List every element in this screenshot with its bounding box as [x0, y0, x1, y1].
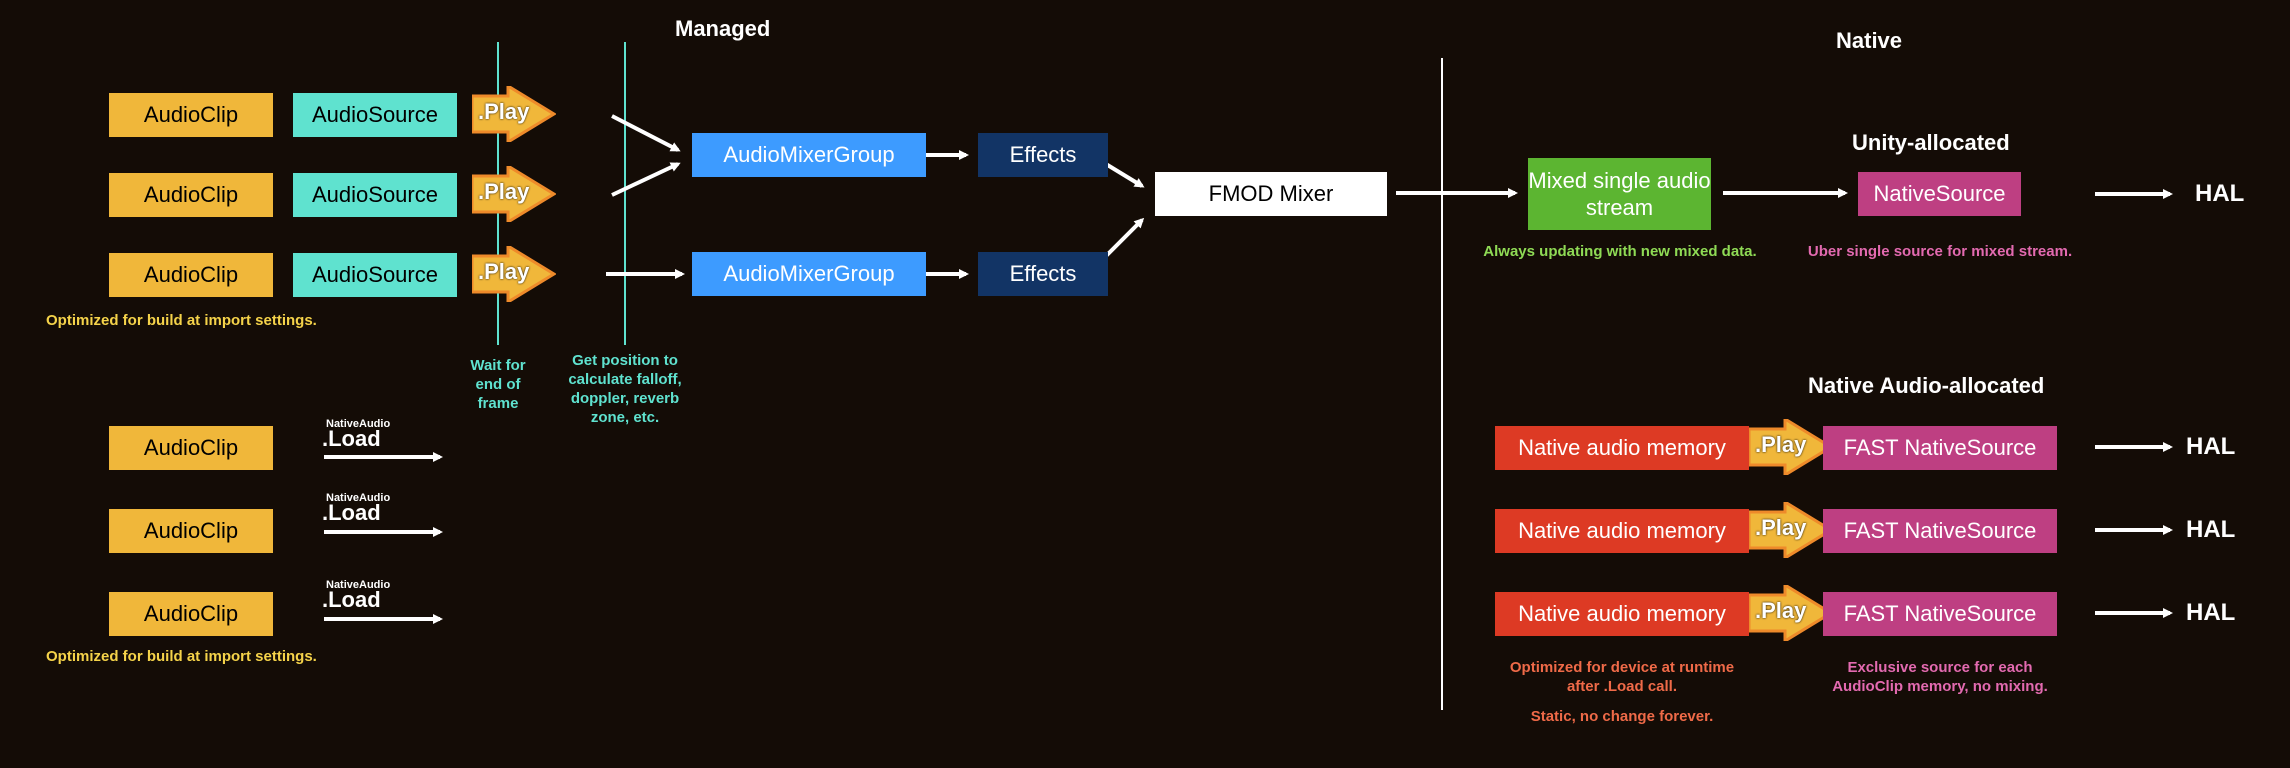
arrow-row2-to-group1 [611, 162, 681, 197]
arrow-row1-to-group1 [611, 114, 681, 152]
hal-unity: HAL [2195, 180, 2245, 207]
play-row2: .Play [472, 166, 556, 222]
native-audio-allocated-header: Native Audio-allocated [1808, 373, 2045, 398]
audioclip-load-3: AudioClip [109, 592, 273, 636]
native-play-2: .Play [1749, 502, 1833, 558]
audiomixergroup-2: AudioMixerGroup [692, 252, 926, 296]
native-load-3: NativeAudio .Load [318, 579, 448, 631]
native-header: Native [1836, 28, 1903, 53]
native-memory-1: Native audio memory [1495, 426, 1749, 470]
play-arrow-icon [1749, 585, 1833, 641]
uber-source-note: Uber single source for mixed stream. [1807, 243, 2073, 260]
native-play-3: .Play [1749, 585, 1833, 641]
audioclip-load-1: AudioClip [109, 426, 273, 470]
play-label: .Play [478, 99, 530, 124]
hal-fast-2: HAL [2186, 516, 2236, 543]
play-label: .Play [1755, 515, 1807, 540]
load-prefix: NativeAudio [326, 579, 391, 591]
play-label: .Play [1755, 598, 1807, 623]
import-note-top: Optimized for build at import settings. [46, 312, 317, 329]
static-forever-note: Static, no change forever. [1530, 708, 1714, 725]
hal-fast-1: HAL [2186, 433, 2236, 460]
audiosource-row1: AudioSource [293, 93, 457, 137]
managed-header: Managed [675, 16, 771, 41]
get-position-note: Get position to calculate falloff, doppl… [568, 352, 682, 426]
audioclip-load-2: AudioClip [109, 509, 273, 553]
load-label: .Load [322, 500, 381, 525]
audiosource-row3: AudioSource [293, 253, 457, 297]
wait-frame-note: Wait for end of frame [470, 357, 526, 412]
audioclip-row2: AudioClip [109, 173, 273, 217]
fmod-mixer: FMOD Mixer [1155, 172, 1387, 216]
play-label: .Play [478, 259, 530, 284]
play-arrow-icon [1749, 419, 1833, 475]
mixed-stream-label: Mixed single audio stream [1528, 168, 1711, 220]
fast-nativesource-1: FAST NativeSource [1823, 426, 2057, 470]
play-arrow-icon [472, 86, 556, 142]
load-prefix: NativeAudio [326, 418, 391, 430]
effects-1: Effects [978, 133, 1108, 177]
play-arrow-icon [472, 166, 556, 222]
optimized-device-note: Optimized for device at runtime after .L… [1509, 659, 1735, 695]
native-load-2: NativeAudio .Load [318, 492, 448, 544]
native-play-1: .Play [1749, 419, 1833, 475]
load-label: .Load [322, 426, 381, 451]
audiosource-row2: AudioSource [293, 173, 457, 217]
unity-allocated-header: Unity-allocated [1852, 130, 2010, 155]
always-updating-note: Always updating with new mixed data. [1483, 243, 1757, 260]
audioclip-row3: AudioClip [109, 253, 273, 297]
play-row1: .Play [472, 86, 556, 142]
fast-nativesource-2: FAST NativeSource [1823, 509, 2057, 553]
audiomixergroup-1: AudioMixerGroup [692, 133, 926, 177]
play-arrow-icon [1749, 502, 1833, 558]
exclusive-source-note: Exclusive source for each AudioClip memo… [1832, 659, 2048, 695]
play-label: .Play [478, 179, 530, 204]
effects-2: Effects [978, 252, 1108, 296]
play-row3: .Play [472, 246, 556, 302]
play-arrow-icon [472, 246, 556, 302]
hal-fast-3: HAL [2186, 599, 2236, 626]
load-prefix: NativeAudio [326, 492, 391, 504]
mixed-audio-stream: Mixed single audio stream [1528, 158, 1711, 230]
native-load-1: NativeAudio .Load [318, 418, 448, 470]
native-memory-2: Native audio memory [1495, 509, 1749, 553]
fast-nativesource-3: FAST NativeSource [1823, 592, 2057, 636]
load-label: .Load [322, 587, 381, 612]
native-memory-3: Native audio memory [1495, 592, 1749, 636]
play-label: .Play [1755, 432, 1807, 457]
native-source: NativeSource [1858, 172, 2021, 216]
import-note-bottom: Optimized for build at import settings. [46, 648, 317, 665]
audioclip-row1: AudioClip [109, 93, 273, 137]
